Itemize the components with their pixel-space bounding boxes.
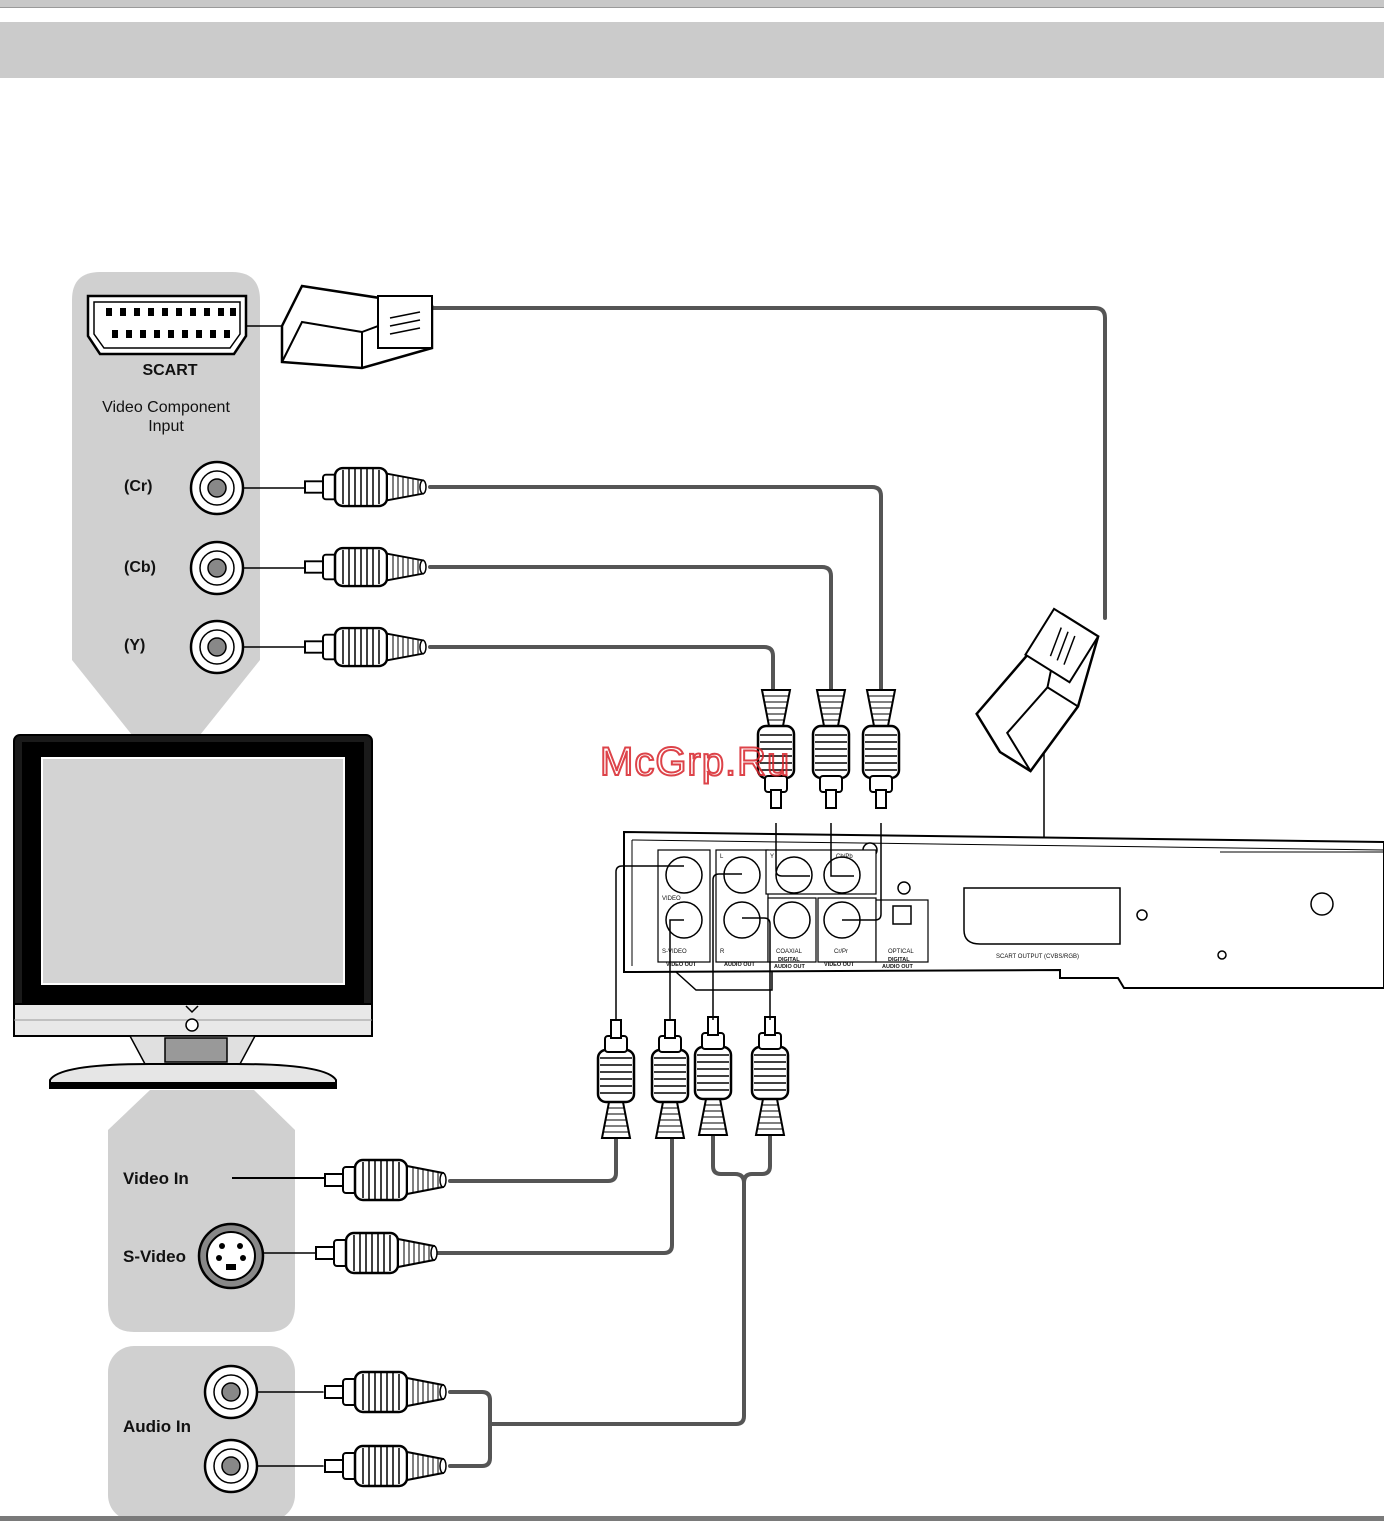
svideo-plug-tv — [316, 1233, 437, 1273]
rca-plug-cb-tv — [305, 548, 426, 586]
cb-jack — [191, 542, 243, 594]
rear-coaxial-label: COAXIAL — [776, 949, 803, 955]
rear-digital-coax-2: AUDIO OUT — [774, 964, 806, 970]
rca-plug-video-tv — [325, 1160, 446, 1200]
rca-plug-audio-r-player — [752, 1017, 788, 1135]
rca-plug-cb-player — [813, 690, 849, 808]
scart-label: SCART — [142, 362, 197, 379]
rear-optical-label: OPTICAL — [888, 949, 914, 955]
rear-component-out-label: VIDEO OUT — [824, 962, 855, 968]
rear-audio-out-label: AUDIO OUT — [724, 962, 756, 968]
video-input-panel — [108, 1090, 295, 1332]
dvd-player-rear: VIDEO S-VIDEO VIDEO OUT L R AUDIO OUT Y … — [616, 823, 1384, 1020]
rear-digital-coax-1: DIGITAL — [778, 957, 800, 963]
svideo-plug-player — [652, 1020, 688, 1138]
scart-plug-player — [966, 604, 1115, 775]
rear-y-label: Y — [770, 854, 774, 860]
rca-plug-audio-right-tv — [325, 1446, 446, 1486]
audio-right-jack — [205, 1440, 257, 1492]
y-label: (Y) — [124, 637, 145, 654]
rear-digital-opt-1: DIGITAL — [888, 957, 910, 963]
rca-plug-cr-player — [863, 690, 899, 808]
component-title-line1: Video Component — [102, 399, 230, 416]
y-jack — [191, 621, 243, 673]
rear-scart-output-label: SCART OUTPUT (CVBS/RGB) — [996, 954, 1079, 960]
rca-plug-video-player — [598, 1020, 634, 1138]
rear-cbpb-label: Cb/Pb — [836, 854, 853, 860]
scart-socket-tv — [88, 296, 246, 354]
rca-plug-audio-l-player — [695, 1017, 731, 1135]
rca-plug-audio-left-tv — [325, 1372, 446, 1412]
cr-jack — [191, 462, 243, 514]
component-title-line2: Input — [148, 418, 184, 435]
svideo-label: S-Video — [123, 1247, 186, 1266]
audio-left-jack — [205, 1366, 257, 1418]
rear-digital-opt-2: AUDIO OUT — [882, 964, 914, 970]
watermark: McGrp.Ru — [600, 740, 790, 784]
television — [14, 735, 372, 1088]
rca-plug-cr-tv — [305, 468, 426, 506]
rca-plug-y-tv — [305, 628, 426, 666]
rear-r-label: R — [720, 949, 725, 955]
bottom-rule — [0, 1516, 1384, 1521]
scart-plug-tv — [282, 286, 432, 368]
rear-video-label: VIDEO — [662, 896, 681, 902]
rear-video-out-label: VIDEO OUT — [666, 962, 697, 968]
cb-label: (Cb) — [124, 559, 156, 576]
video-in-label: Video In — [123, 1169, 189, 1188]
rear-svideo-label: S-VIDEO — [662, 949, 687, 955]
audio-in-label: Audio In — [123, 1417, 191, 1436]
svideo-jack — [199, 1224, 263, 1288]
cr-label: (Cr) — [124, 478, 152, 495]
rear-crpr-label: Cr/Pr — [834, 949, 848, 955]
